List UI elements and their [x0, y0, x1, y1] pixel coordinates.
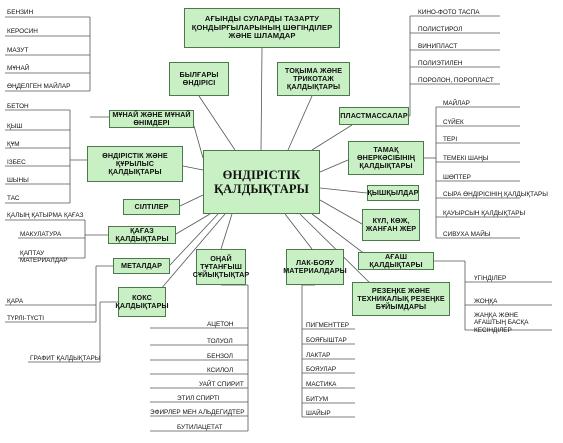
leaf-oil-1: КЕРОСИН [7, 28, 38, 35]
leaf-wood-2: ЖАҢҚА ЖӘНЕ АҒАШТЫҢ БАСҚА КЕСІНДІЛЕР [474, 312, 529, 334]
spoke-solvents [220, 213, 233, 250]
leaf-paints-2: ЛАКТАР [306, 352, 331, 359]
leaf-plastics-4: ПОРОЛОН, ПОРОПЛАСТ [418, 77, 494, 84]
leaf-paper-2: ҚАПТАУ МАТЕРИАЛДАР [20, 250, 68, 265]
leaf-solvents-6: ЭФИРЛЕР МЕН АЛЬДЕГИДТЕР [150, 409, 245, 416]
leaf-oil-0: БЕНЗИН [7, 9, 34, 16]
leaf-solvents-7: БУТИЛАЦЕТАТ [177, 424, 223, 431]
leaf-wood-1: ЖОҢҚА [474, 298, 498, 305]
spoke-food [319, 159, 349, 173]
leaf-paints-3: БОЯУЛАР [306, 366, 337, 373]
spoke-wastewater [260, 47, 263, 151]
category-plastics: ПЛАСТМАССАЛАР [339, 107, 409, 125]
category-wood: АҒАШ ҚАЛДЫҚТАРЫ [358, 252, 434, 270]
leaf-solvents-5: ЭТИЛ СПИРТІ [177, 395, 220, 402]
leaf-construction-1: ҚЫШ [7, 123, 23, 130]
leaf-oil-3: МҰНАЙ [7, 65, 30, 72]
spoke-construction [182, 165, 204, 171]
center-node: ӨНДІРІСТІК ҚАЛДЫҚТАРЫ [203, 150, 320, 214]
leaf-solvents-3: КСИЛОЛ [207, 367, 234, 374]
spoke-paints [284, 213, 313, 250]
leaf-construction-2: ҚҰМ [7, 141, 20, 148]
leaf-paints-4: МАСТИКА [306, 381, 337, 388]
leaf-paper-0: ҚАЛЫҢ ҚАТЫРМА ҚАҒАЗ [7, 212, 84, 219]
leaf-construction-4: ШЫНЫ [7, 177, 29, 184]
spoke-coke [159, 213, 226, 291]
leaf-construction-0: БЕТОН [7, 103, 29, 110]
leaf-construction-3: ІЗБЕС [7, 159, 26, 166]
category-construction: ӨНДІРІСТІК ЖӘНЕ ҚҰРЫЛЫС ҚАЛДЫҚТАРЫ [87, 146, 183, 182]
spoke-paper [175, 213, 211, 235]
category-solvents: ОҢАЙ ТҰТАНҒЫШ СҰЙЫҚТЫҚТАР [193, 249, 249, 285]
leaf-food-7: ҚАУЫРСЫН ҚАЛДЫҚТАРЫ [443, 210, 526, 217]
category-metals: МЕТАЛДАР [113, 258, 170, 274]
leaf-metals-1: ТҮРЛІ-ТҮСТІ [7, 315, 44, 322]
spoke-wood [311, 213, 371, 259]
spoke-plastics [311, 124, 353, 151]
spoke-oil [193, 125, 204, 159]
category-paints: ЛАК-БОЯУ МАТЕРИАЛДАРЫ [283, 249, 347, 285]
category-wastewater: АҒЫНДЫ СУЛАРДЫ ТАЗАРТУ ҚОНДЫРҒЫЛАРЫНЫҢ Ш… [184, 8, 340, 48]
leaf-plastics-0: КИНО-ФОТО ТАСПА [418, 9, 480, 16]
leaf-food-5: СЫРА ӨНДІРІСІНІҢ ҚАЛДЫҚТАРЫ [443, 191, 548, 198]
category-coke: КОКС ҚАЛДЫҚТАРЫ [115, 287, 169, 317]
leaf-food-8: СИВУХА МАЙЫ [443, 231, 491, 238]
leaf-oil-4: ӨҢДЕЛГЕН МАЙЛАР [7, 83, 71, 90]
spoke-soaps [179, 194, 204, 207]
leaf-plastics-1: ПОЛИСТИРОЛ [418, 26, 463, 33]
leaf-food-3: ТЕМЕКІ ШАҢЫ [443, 155, 489, 162]
category-food: ТАМАҚ ӨНЕРКӘСІБІНІҢ ҚАЛДЫҚТАРЫ [348, 141, 424, 175]
leaf-wood-0: ҮГІНДІЛЕР [474, 275, 507, 282]
leaf-food-2: ТЕРІ [443, 136, 458, 143]
leaf-paints-0: ПИГМЕНТТЕР [306, 322, 350, 329]
leaf-solvents-1: ТОЛУОЛ [207, 338, 233, 345]
category-paper: ҚАҒАЗ ҚАЛДЫҚТАРЫ [108, 226, 176, 244]
spoke-textile [287, 95, 313, 151]
leaf-solvents-4: УАЙТ СПИРИТ [199, 381, 244, 388]
category-textile: ТОҚЫМА ЖӘНЕ ТРИКОТАЖ ҚАЛДЫҚТАРЫ [277, 62, 350, 96]
category-oil-products: МҰНАЙ ЖӘНЕ МҰНАЙ ӨНІМДЕРІ [109, 110, 194, 128]
leaf-construction-5: ТАС [7, 195, 20, 202]
spoke-metals [169, 213, 219, 266]
category-rubber: РЕЗЕҢКЕ ЖӘНЕ ТЕХНИКАЛЫҚ РЕЗЕҢКЕ БҰЙЫМДАР… [352, 282, 450, 316]
leaf-solvents-2: БЕНЗОЛ [207, 353, 233, 360]
leaf-paints-5: БИТУМ [306, 396, 329, 403]
spoke-slag [319, 187, 368, 194]
leaf-paints-1: БОЯҒЫШТАР [306, 337, 347, 344]
leaf-oil-2: МАЗУТ [7, 47, 29, 54]
category-leather: БЫЛҒАРЫ ӨНДІРІСІ [169, 62, 229, 96]
leaf-coke-0: ГРАФИТ ҚАЛДЫҚТАРЫ [30, 355, 101, 362]
spoke-ash [319, 199, 363, 225]
leaf-metals-0: ҚАРА [7, 298, 24, 305]
category-ash: КҮЛ, КӨЖ, ЖАНҒАН ЖЕР [362, 209, 420, 241]
leaf-food-1: СҮЙЕК [443, 119, 464, 126]
leaf-paper-1: МАКУЛАТУРА [20, 231, 62, 238]
leaf-plastics-3: ПОЛИЭТИЛЕН [418, 60, 463, 67]
category-soaps: СІЛТІЛЕР [123, 199, 180, 215]
leaf-food-0: МАЙЛАР [443, 100, 470, 107]
spoke-leather [198, 95, 236, 151]
leaf-plastics-2: ВИНИПЛАСТ [418, 43, 458, 50]
leaf-food-4: ШӨПТЕР [443, 174, 471, 181]
leaf-paints-6: ШАЙЫР [306, 410, 331, 417]
leaf-solvents-0: АЦЕТОН [207, 321, 234, 328]
category-slag: ҚЫШҚЫЛДАР [367, 185, 419, 201]
